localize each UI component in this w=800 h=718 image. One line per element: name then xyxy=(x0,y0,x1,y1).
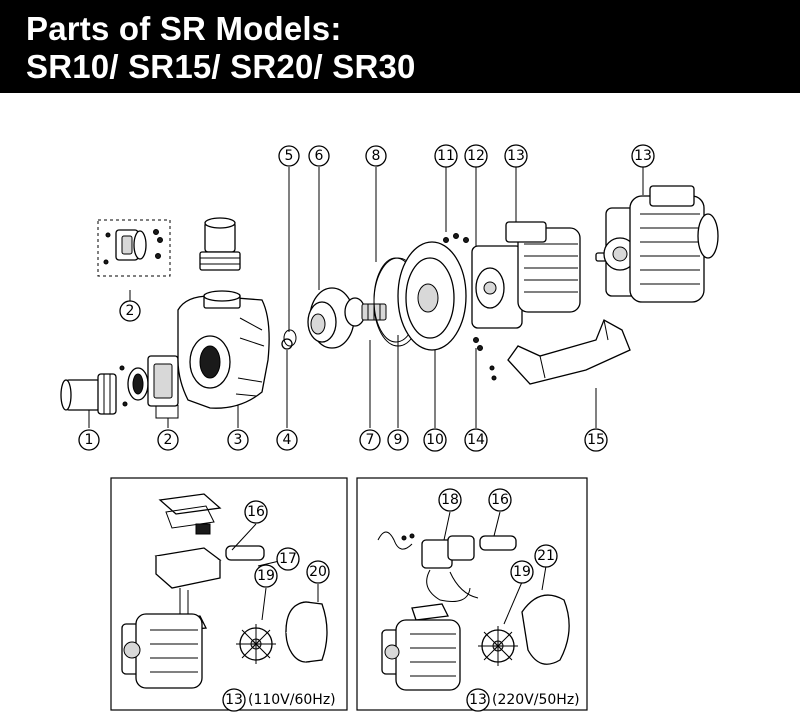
svg-text:5: 5 xyxy=(285,148,294,164)
callout-9: 9 xyxy=(387,429,409,451)
callout-4: 4 xyxy=(276,429,298,451)
svg-text:6: 6 xyxy=(315,148,324,164)
svg-text:13: 13 xyxy=(469,692,487,708)
callout-19-right: 19 xyxy=(510,560,534,584)
svg-text:2: 2 xyxy=(126,303,135,319)
callout-19-left: 19 xyxy=(254,564,278,588)
svg-text:15: 15 xyxy=(587,432,605,448)
callout-13-middle-motor: 13 xyxy=(504,144,528,168)
callout-16-left: 16 xyxy=(244,500,268,524)
small-oring xyxy=(283,329,297,347)
svg-text:7: 7 xyxy=(366,432,375,448)
callout-17: 17 xyxy=(276,547,300,571)
callout-13-right-motor: 13 xyxy=(631,144,655,168)
callout-12: 12 xyxy=(464,144,488,168)
callout-8: 8 xyxy=(365,145,387,167)
svg-text:13: 13 xyxy=(225,692,243,708)
union-fitting xyxy=(119,355,179,407)
callout-6: 6 xyxy=(308,145,330,167)
svg-text:18: 18 xyxy=(441,492,459,508)
svg-text:21: 21 xyxy=(537,548,555,564)
callout-15: 15 xyxy=(584,428,608,452)
svg-text:17: 17 xyxy=(279,551,297,567)
pipe-fitting xyxy=(60,373,117,415)
callout-11: 11 xyxy=(434,144,458,168)
exploded-parts-diagram: 5 6 8 11 12 13 13 2 1 2 3 4 7 9 10 14 15… xyxy=(60,144,719,712)
union-kit-box xyxy=(97,219,171,277)
seal-plate xyxy=(397,241,467,351)
svg-text:16: 16 xyxy=(247,504,265,520)
svg-text:13: 13 xyxy=(634,148,652,164)
svg-text:8: 8 xyxy=(372,148,381,164)
voltage-label-110v: (110V/60Hz) xyxy=(248,692,336,708)
strainer-basket xyxy=(199,217,241,271)
callout-16-right: 16 xyxy=(488,488,512,512)
callout-2-bottom: 2 xyxy=(157,429,179,451)
inset-220v-drawing xyxy=(377,511,570,691)
title-line-1: Parts of SR Models: xyxy=(26,10,342,47)
diffuser-plug xyxy=(281,338,293,350)
svg-text:9: 9 xyxy=(394,432,403,448)
callout-10: 10 xyxy=(423,428,447,452)
leader-lines xyxy=(88,167,644,428)
motor-front-view xyxy=(471,221,581,329)
callout-13-right-inset: 13 xyxy=(466,688,490,712)
svg-text:11: 11 xyxy=(437,148,455,164)
page-header: Parts of SR Models: SR10/ SR15/ SR20/ SR… xyxy=(0,0,800,93)
callout-3: 3 xyxy=(227,429,249,451)
impeller xyxy=(344,297,387,327)
svg-text:19: 19 xyxy=(513,564,531,580)
voltage-label-220v: (220V/50Hz) xyxy=(492,692,580,708)
svg-text:4: 4 xyxy=(283,432,292,448)
callout-14: 14 xyxy=(464,428,488,452)
svg-text:20: 20 xyxy=(309,564,327,580)
callout-2-top: 2 xyxy=(119,300,141,322)
callout-21: 21 xyxy=(534,544,558,568)
svg-text:13: 13 xyxy=(507,148,525,164)
callout-18: 18 xyxy=(438,488,462,512)
svg-text:3: 3 xyxy=(234,432,243,448)
svg-text:19: 19 xyxy=(257,568,275,584)
inset-frame-220v xyxy=(356,477,588,711)
diffuser xyxy=(307,287,355,349)
callout-5: 5 xyxy=(278,145,300,167)
motor-base xyxy=(507,319,631,385)
svg-text:1: 1 xyxy=(85,432,94,448)
svg-text:12: 12 xyxy=(467,148,485,164)
svg-text:2: 2 xyxy=(164,432,173,448)
svg-text:10: 10 xyxy=(426,432,444,448)
inset-110v-drawing xyxy=(121,493,328,689)
callout-1: 1 xyxy=(78,429,100,451)
pump-housing xyxy=(177,290,270,409)
callout-20: 20 xyxy=(306,560,330,584)
callout-7: 7 xyxy=(359,429,381,451)
callout-13-left-inset: 13 xyxy=(222,688,246,712)
motor-rear-view xyxy=(595,185,719,303)
svg-text:14: 14 xyxy=(467,432,485,448)
svg-text:16: 16 xyxy=(491,492,509,508)
title-line-2: SR10/ SR15/ SR20/ SR30 xyxy=(26,48,416,85)
